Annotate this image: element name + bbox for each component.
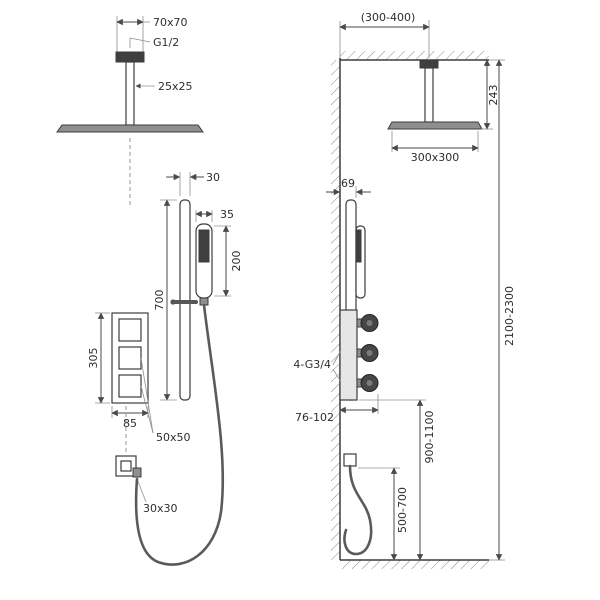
side-outlet-and-hose <box>343 453 373 556</box>
side-head-drop-label: 243 <box>487 85 500 106</box>
side-thermostatic-valve: 4-G3/4 76-102 <box>293 309 379 424</box>
side-connections-label: 4-G3/4 <box>293 358 331 371</box>
front-wall-outlet: 30x30 <box>115 303 225 566</box>
front-outlet-size-label: 30x30 <box>143 502 178 515</box>
front-rail-width-label: 30 <box>206 171 220 184</box>
handshower-face <box>198 229 210 263</box>
slider-knob <box>170 299 176 305</box>
side-hose-outlet-height-label: 500-700 <box>396 487 409 533</box>
wall-hatching <box>331 60 340 560</box>
side-shower-arm <box>424 67 434 123</box>
outlet-inner <box>120 460 132 472</box>
control-button-2 <box>118 346 142 370</box>
outlet-elbow-nut <box>132 467 142 478</box>
shower-arm <box>125 61 135 126</box>
front-handshower-width-label: 35 <box>220 208 234 221</box>
shower-hose-front <box>134 303 225 566</box>
side-height-dimensions: 900-1100 500-700 2100-2300 <box>358 59 516 561</box>
front-head-flange-dimension-label: 70x70 <box>153 16 188 29</box>
side-arm-wall-distance-label: (300-400) <box>361 11 416 24</box>
ceiling-flange <box>115 51 145 63</box>
thread-leader-line <box>129 37 151 48</box>
front-panel-width-label: 85 <box>123 417 137 430</box>
side-handshower-face <box>355 229 362 263</box>
side-valve-depth-label: 76-102 <box>295 411 334 424</box>
front-ceiling-shower-head: 70x70 G1/2 25x25 <box>56 16 204 206</box>
control-button-1 <box>118 318 142 342</box>
side-valve-height-label: 900-1100 <box>423 411 436 464</box>
front-panel-height-label: 305 <box>87 348 100 369</box>
front-handshower-length-label: 200 <box>230 251 243 272</box>
side-outlet-escutcheon <box>343 453 357 467</box>
valve-body <box>339 309 358 401</box>
side-ceiling-flange <box>419 59 439 69</box>
floor-hatching <box>340 560 489 569</box>
ceiling-hatching <box>340 51 489 60</box>
front-control-panel: 50x50 305 85 <box>87 312 191 444</box>
side-rail-wall-distance-label: 69 <box>341 177 355 190</box>
front-thread-size-label: G1/2 <box>153 36 179 49</box>
side-head-size-label: 300x300 <box>411 151 460 164</box>
side-rain-shower-head <box>387 121 483 130</box>
front-rail-length-label: 700 <box>153 290 166 311</box>
control-button-3 <box>118 374 142 398</box>
front-arm-size-label: 25x25 <box>158 80 193 93</box>
shower-hose-side <box>343 464 373 556</box>
side-ceiling-shower-head: (300-400) 243 300x300 <box>339 11 500 164</box>
front-button-size-label: 50x50 <box>156 431 191 444</box>
side-total-height-label: 2100-2300 <box>503 286 516 346</box>
side-structure <box>331 21 489 569</box>
front-handshower: 35 200 <box>170 208 243 306</box>
rain-shower-head <box>56 124 204 133</box>
